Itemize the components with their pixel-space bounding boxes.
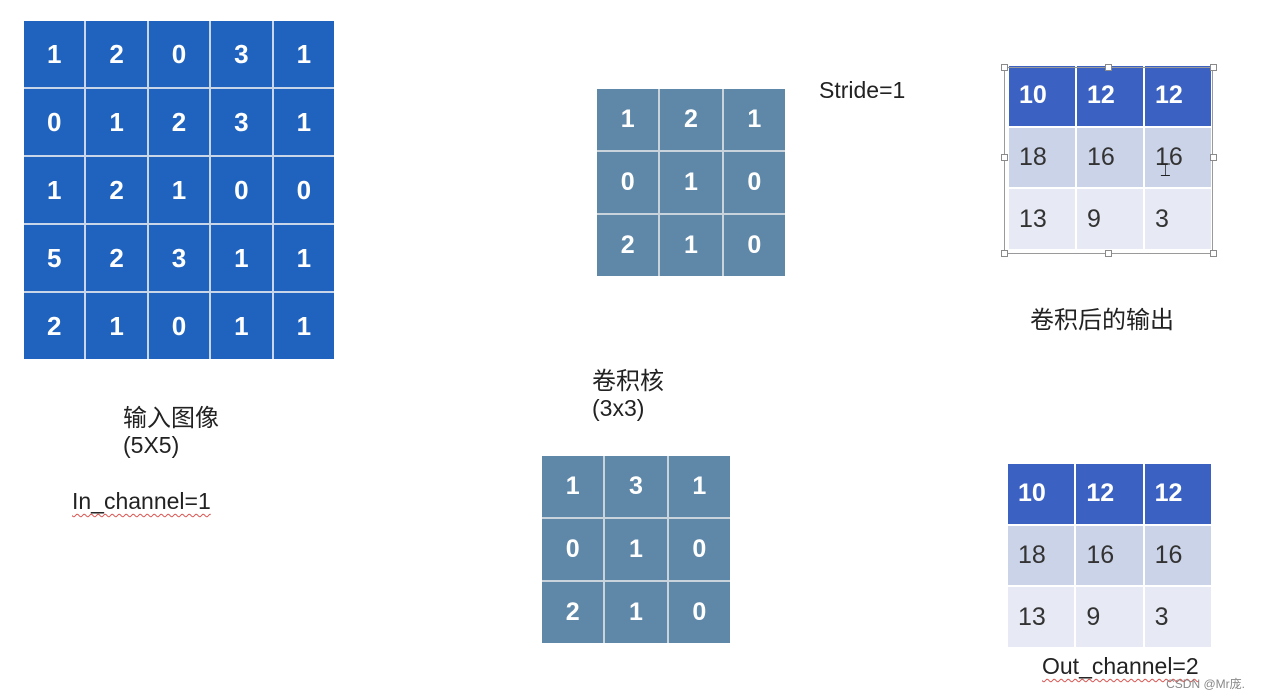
output-cell: 12: [1145, 66, 1211, 126]
input-cell: 0: [273, 157, 334, 223]
kernel-cell: 1: [605, 582, 667, 643]
kernel-cell: 1: [597, 89, 659, 150]
input-image-title: 输入图像: [123, 404, 219, 432]
kernel-cell: 0: [542, 519, 604, 580]
output-table-1[interactable]: 10 12 12 18 16 16 13 9 3: [1009, 66, 1211, 249]
output-cell: 12: [1076, 464, 1143, 524]
input-cell: 1: [24, 21, 85, 87]
output-cell: 16: [1076, 525, 1143, 586]
kernel-cell: 1: [660, 152, 722, 213]
kernel-cell: 1: [542, 456, 604, 517]
text-cursor-icon: ⌶: [1160, 160, 1171, 180]
input-cell: 0: [24, 89, 85, 155]
stride-label: Stride=1: [819, 77, 906, 103]
resize-handle[interactable]: [1105, 250, 1112, 257]
output-title: 卷积后的输出: [1030, 306, 1174, 334]
kernel-cell: 2: [660, 89, 722, 150]
output-cell: 9: [1076, 587, 1143, 647]
input-cell: 1: [273, 225, 334, 291]
input-cell: 0: [148, 21, 210, 87]
in-channel-label: In_channel=1: [72, 488, 211, 514]
resize-handle[interactable]: [1210, 250, 1217, 257]
input-cell: 1: [24, 157, 85, 223]
resize-handle[interactable]: [1105, 64, 1112, 71]
input-cell: 1: [148, 157, 210, 223]
output-cell: 3: [1144, 587, 1211, 647]
output-cell: 10: [1009, 66, 1075, 126]
resize-handle[interactable]: [1001, 250, 1008, 257]
kernel-cell: 2: [597, 215, 659, 276]
kernel-grid-1: 1 2 1 0 1 0 2 1 0: [597, 89, 785, 276]
input-cell: 1: [211, 293, 272, 359]
output-cell: 16: [1144, 525, 1211, 586]
input-image-grid: 1 2 0 3 1 0 1 2 3 1 1 2 1 0 0 5 2 3 1 1 …: [24, 21, 334, 359]
kernel-cell: 0: [723, 215, 785, 276]
kernel-size: (3x3): [592, 395, 645, 421]
kernel-cell: 1: [668, 456, 730, 517]
input-cell: 1: [86, 293, 147, 359]
output-cell: 18: [1008, 525, 1075, 586]
kernel-cell: 0: [597, 152, 659, 213]
kernel-cell: 0: [668, 519, 730, 580]
kernel-cell: 0: [668, 582, 730, 643]
input-cell: 1: [86, 89, 147, 155]
input-cell: 5: [24, 225, 85, 291]
kernel-grid-2: 1 3 1 0 1 0 2 1 0: [542, 456, 730, 643]
kernel-cell: 2: [542, 582, 604, 643]
input-cell: 1: [273, 89, 334, 155]
output-cell: 16: [1077, 127, 1143, 188]
input-cell: 3: [211, 89, 272, 155]
resize-handle[interactable]: [1210, 64, 1217, 71]
output-cell: 18: [1009, 127, 1075, 188]
input-cell: 2: [148, 89, 210, 155]
output-cell: 10: [1008, 464, 1075, 524]
kernel-cell: 1: [723, 89, 785, 150]
input-cell: 2: [24, 293, 85, 359]
output-cell: 3: [1145, 189, 1211, 249]
output-cell: 12: [1144, 464, 1211, 524]
input-image-size: (5X5): [123, 432, 180, 458]
kernel-cell: 3: [605, 456, 667, 517]
kernel-cell: 1: [605, 519, 667, 580]
input-cell: 3: [148, 225, 210, 291]
output-cell: 12: [1077, 66, 1143, 126]
watermark: CSDN @Mr庞.: [1166, 677, 1245, 691]
out-channel-label: Out_channel=2: [1042, 653, 1199, 679]
input-cell: 1: [273, 21, 334, 87]
output-cell: 13: [1008, 587, 1075, 647]
resize-handle[interactable]: [1210, 154, 1217, 161]
output-cell: 13: [1009, 189, 1075, 249]
input-cell: 3: [211, 21, 272, 87]
input-cell: 2: [86, 157, 147, 223]
output-cell: 9: [1077, 189, 1143, 249]
kernel-title: 卷积核: [592, 367, 664, 395]
input-cell: 2: [86, 21, 147, 87]
input-cell: 1: [273, 293, 334, 359]
resize-handle[interactable]: [1001, 154, 1008, 161]
input-cell: 2: [86, 225, 147, 291]
input-cell: 0: [211, 157, 272, 223]
output-table-2: 10 12 12 18 16 16 13 9 3: [1008, 464, 1211, 647]
resize-handle[interactable]: [1001, 64, 1008, 71]
kernel-cell: 1: [660, 215, 722, 276]
kernel-cell: 0: [723, 152, 785, 213]
input-cell: 0: [148, 293, 210, 359]
input-cell: 1: [211, 225, 272, 291]
output-cell: 16: [1145, 127, 1211, 188]
